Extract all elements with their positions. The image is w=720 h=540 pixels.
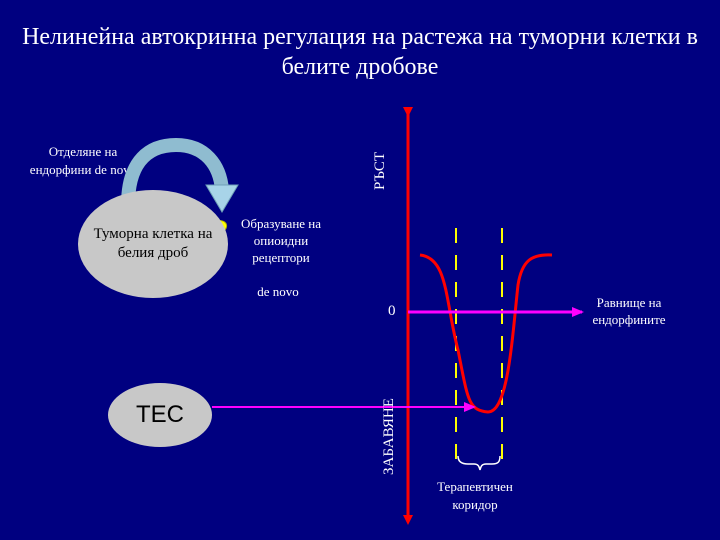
growth-axis-label: РЪСТ xyxy=(372,151,388,190)
slowdown-axis-label: ЗАБАВЯНЕ xyxy=(381,398,397,475)
corridor-brace xyxy=(457,455,501,471)
tec-node: TEC xyxy=(108,383,212,447)
equilibrium-label: Равнище на ендорфините xyxy=(592,295,666,327)
tec-label: TEC xyxy=(136,401,184,428)
response-curve xyxy=(419,253,553,414)
slide-title: Нелинейна автокринна регулация на растеж… xyxy=(22,24,698,80)
tumor-cell: Туморна клетка на белия дроб xyxy=(78,190,228,298)
receptor-denovo-label: de novo xyxy=(257,284,299,299)
feedback-arrow-head xyxy=(205,184,239,213)
tumor-cell-label: Туморна клетка на белия дроб xyxy=(93,226,213,261)
feedback-arrow xyxy=(121,137,229,206)
therapeutic-corridor-label: Терапевтичен коридор xyxy=(437,479,513,512)
receptor-formation-label: Образуване на опиоидни рецептори xyxy=(240,216,322,265)
zero-label: 0 xyxy=(388,303,396,319)
endorphin-release-label: Отделяне на ендорфини de novo xyxy=(29,144,137,177)
